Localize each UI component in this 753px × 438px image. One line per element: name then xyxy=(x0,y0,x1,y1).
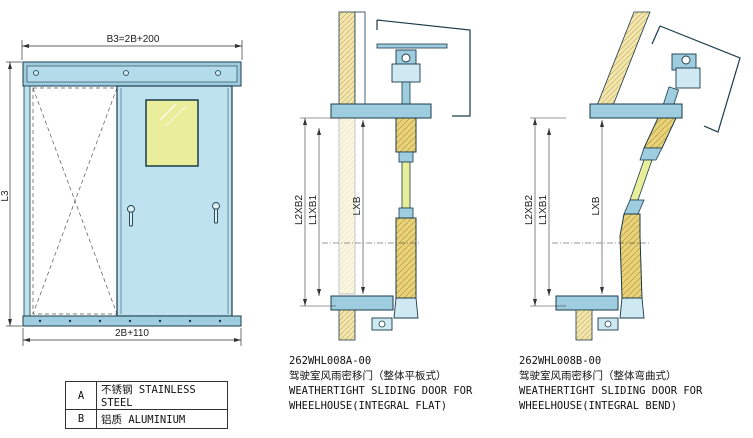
dim-b3-label: B3=2B+200 xyxy=(107,34,160,45)
section-b-drawing: L2XB2 L1XB1 LXB xyxy=(524,11,741,341)
door-opening xyxy=(32,87,118,315)
legend-value: 铝质 ALUMINIUM xyxy=(96,409,228,429)
legend-row: B 铝质 ALUMINIUM xyxy=(65,409,228,429)
section-b-title-cn: 驾驶室风雨密移门（整体弯曲式） xyxy=(519,370,677,382)
dimension-width-bottom: 2B+110 xyxy=(22,328,242,346)
handle-right-icon xyxy=(212,202,220,224)
material-legend: A 不锈钢 STAINLESS STEEL B 铝质 ALUMINIUM xyxy=(65,381,228,429)
dim-2b110-label: 2B+110 xyxy=(115,328,149,339)
section-b-dim-outer: L2XB2 xyxy=(524,195,535,225)
handle-left-icon xyxy=(127,205,135,227)
legend-row: A 不锈钢 STAINLESS STEEL xyxy=(65,381,228,410)
section-b-title-en-2: WHEELHOUSE(INTEGRAL BEND) xyxy=(519,400,678,412)
section-a-title-en-1: WEATHERTIGHT SLIDING DOOR FOR xyxy=(289,385,473,397)
section-a-caption: 262WHL008A-00 驾驶室风雨密移门（整体平板式） WEATHERTIG… xyxy=(289,354,472,414)
dimension-height-left: L3 xyxy=(0,61,22,327)
section-b-code: 262WHL008B-00 xyxy=(519,355,602,367)
section-a-title-en-2: WHEELHOUSE(INTEGRAL FLAT) xyxy=(289,400,448,412)
dimension-width-top: B3=2B+200 xyxy=(21,34,243,60)
legend-key: B xyxy=(65,409,97,429)
section-b-dim-inner: LXB xyxy=(591,196,602,215)
section-a-drawing: L2XB2 L1XB1 LXB xyxy=(294,11,471,341)
section-a-code: 262WHL008A-00 xyxy=(289,355,372,367)
section-a-dim-outer: L2XB2 xyxy=(294,195,305,225)
door-window xyxy=(145,99,199,167)
frame-left xyxy=(23,85,31,319)
legend-key: A xyxy=(65,381,97,410)
section-a-dim-inner: LXB xyxy=(352,196,363,215)
section-b-caption: 262WHL008B-00 驾驶室风雨密移门（整体弯曲式） WEATHERTIG… xyxy=(519,354,702,414)
section-b-title-en-1: WEATHERTIGHT SLIDING DOOR FOR xyxy=(519,385,703,397)
dim-l3-label: L3 xyxy=(0,190,11,202)
front-view: B3=2B+200 L3 xyxy=(0,34,243,346)
section-a-dim-middle: L1XB1 xyxy=(308,195,319,225)
section-a-title-cn: 驾驶室风雨密移门（整体平板式） xyxy=(289,370,447,382)
bottom-rail xyxy=(22,315,242,327)
section-b-dim-middle: L1XB1 xyxy=(538,195,549,225)
legend-value: 不锈钢 STAINLESS STEEL xyxy=(96,381,228,410)
